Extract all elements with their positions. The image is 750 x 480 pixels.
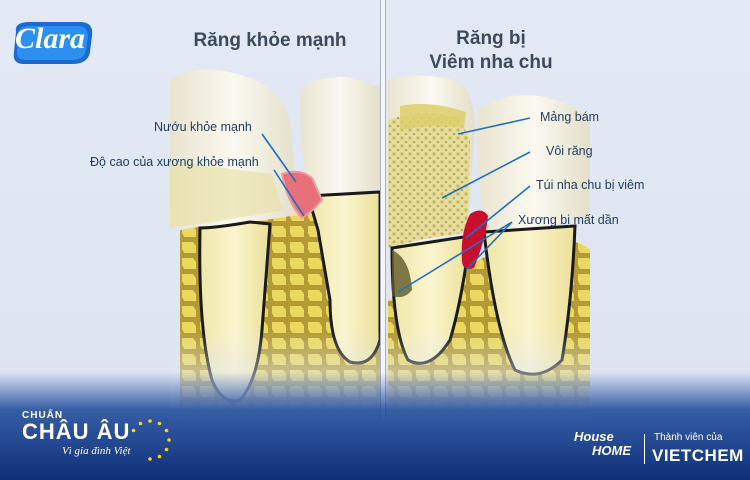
leader-lines <box>261 117 531 293</box>
house-home-logo: House HOME <box>574 430 631 458</box>
eu-star <box>157 421 162 426</box>
label-healthy-gum: Nướu khỏe mạnh <box>154 120 252 134</box>
title-periodontitis-line2: Viêm nha chu <box>429 52 553 73</box>
eu-star <box>164 428 169 433</box>
label-bone-loss: Xương bị mất dần <box>518 213 619 227</box>
eu-star <box>138 421 143 426</box>
eu-star <box>131 428 136 433</box>
footer-chau-au: CHÂU ÂU <box>22 419 131 444</box>
label-plaque: Mảng bám <box>540 110 600 124</box>
label-healthy-bone-height: Độ cao của xương khỏe mạnh <box>90 155 259 169</box>
title-periodontitis-line1: Răng bị <box>456 28 526 49</box>
eu-star <box>167 438 171 442</box>
eu-stars-icon <box>131 419 171 461</box>
footer-separator <box>644 434 645 464</box>
vietchem-logo: VIETCHEM <box>652 446 744 465</box>
label-tartar: Vôi răng <box>546 144 593 158</box>
eu-star <box>164 447 169 452</box>
eu-star <box>148 419 152 423</box>
house-home-line2: HOME <box>592 443 631 458</box>
title-healthy: Răng khỏe mạnh <box>193 30 347 51</box>
clara-logo-icon <box>13 22 93 64</box>
panel-divider <box>381 0 385 420</box>
logo-text: Clara <box>15 22 86 55</box>
footer-band <box>0 372 750 480</box>
eu-star <box>148 457 152 461</box>
eu-star <box>157 454 162 459</box>
house-home-line1: House <box>574 429 614 444</box>
label-inflamed-pocket: Túi nha chu bị viêm <box>536 178 645 192</box>
footer-member-of: Thành viên của <box>654 432 723 443</box>
footer-chuan: CHUẨN <box>22 410 64 421</box>
footer-slogan: Vì gia đình Việt <box>62 445 131 457</box>
europe-standard-badge: CHUẨN CHÂU ÂU Vì gia đình Việt <box>22 410 131 457</box>
